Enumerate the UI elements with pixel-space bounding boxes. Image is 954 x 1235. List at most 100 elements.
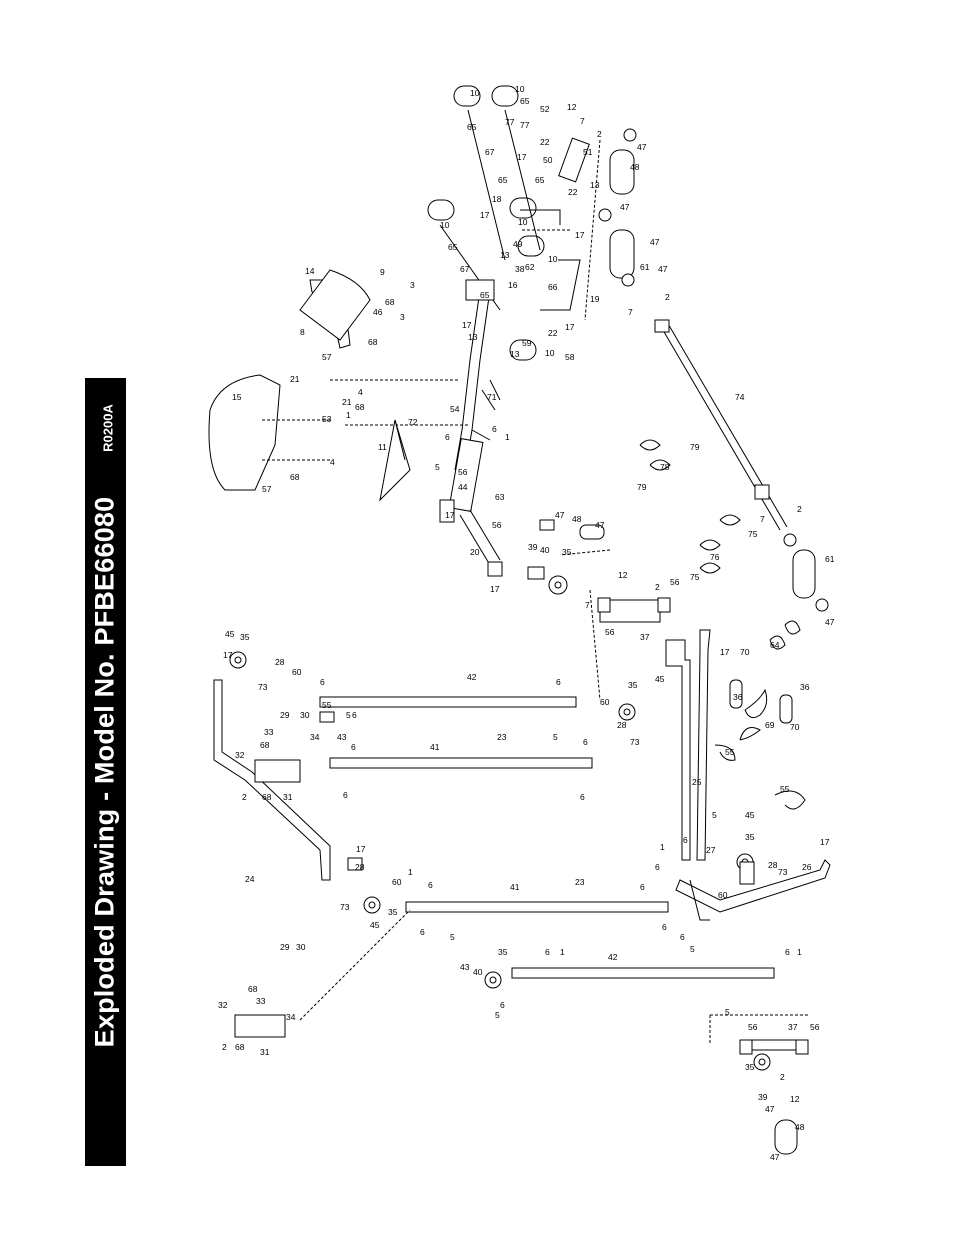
callout-59: 59 bbox=[522, 338, 532, 348]
callout-13a: 13 bbox=[590, 180, 600, 190]
callout-10b: 10 bbox=[515, 84, 525, 94]
callout-38: 38 bbox=[515, 264, 525, 274]
callout-6l: 6 bbox=[428, 880, 433, 890]
callout-1f: 1 bbox=[797, 947, 802, 957]
callout-23a: 23 bbox=[497, 732, 507, 742]
callout-22c: 22 bbox=[548, 328, 558, 338]
callout-labels: 10 10 65 67 65 52 77 77 12 7 2 22 50 51 … bbox=[218, 84, 835, 1162]
callout-30b: 30 bbox=[296, 942, 306, 952]
callout-68h: 68 bbox=[235, 1042, 245, 1052]
callout-55c: 55 bbox=[322, 700, 332, 710]
callout-56b: 56 bbox=[492, 520, 502, 530]
callout-6r: 6 bbox=[785, 947, 790, 957]
callout-2g: 2 bbox=[780, 1072, 785, 1082]
callout-17j: 17 bbox=[820, 837, 830, 847]
callout-48a: 48 bbox=[572, 514, 582, 524]
callout-17h: 17 bbox=[720, 647, 730, 657]
callout-61a: 61 bbox=[640, 262, 650, 272]
callout-44: 44 bbox=[458, 482, 468, 492]
callout-68g: 68 bbox=[248, 984, 258, 994]
callout-73b: 73 bbox=[630, 737, 640, 747]
callout-17a: 17 bbox=[517, 152, 527, 162]
callout-61b: 61 bbox=[825, 554, 835, 564]
callout-28c: 28 bbox=[355, 862, 365, 872]
callout-58: 58 bbox=[565, 352, 575, 362]
callout-47a: 47 bbox=[555, 510, 565, 520]
callout-56e: 56 bbox=[748, 1022, 758, 1032]
callout-34b: 34 bbox=[286, 1012, 296, 1022]
callout-66: 66 bbox=[548, 282, 558, 292]
callout-13b: 13 bbox=[500, 250, 510, 260]
callout-79a: 79 bbox=[690, 442, 700, 452]
callout-56f: 56 bbox=[810, 1022, 820, 1032]
callout-17k: 17 bbox=[356, 844, 366, 854]
callout-26: 26 bbox=[802, 862, 812, 872]
callout-42b: 42 bbox=[608, 952, 618, 962]
callout-55a: 55 bbox=[725, 747, 735, 757]
callout-64: 64 bbox=[770, 640, 780, 650]
callout-10a: 10 bbox=[470, 88, 480, 98]
callout-73a: 73 bbox=[258, 682, 268, 692]
callout-6k: 6 bbox=[655, 862, 660, 872]
callout-8: 8 bbox=[300, 327, 305, 337]
callout-36b: 36 bbox=[800, 682, 810, 692]
callout-68b: 68 bbox=[368, 337, 378, 347]
callout-32a: 32 bbox=[235, 750, 245, 760]
callout-3b: 3 bbox=[400, 312, 405, 322]
callout-2f: 2 bbox=[222, 1042, 227, 1052]
callout-52: 52 bbox=[540, 104, 550, 114]
callout-10d: 10 bbox=[518, 217, 528, 227]
callout-17e: 17 bbox=[565, 322, 575, 332]
callout-35c: 35 bbox=[628, 680, 638, 690]
callout-53: 53 bbox=[322, 414, 332, 424]
callout-57a: 57 bbox=[322, 352, 332, 362]
callout-4a: 4 bbox=[358, 387, 363, 397]
seat-frame bbox=[439, 429, 503, 577]
callout-33b: 33 bbox=[256, 996, 266, 1006]
callout-67a: 67 bbox=[485, 147, 495, 157]
callout-39a: 39 bbox=[528, 542, 538, 552]
callout-28a: 28 bbox=[275, 657, 285, 667]
callout-35d: 35 bbox=[745, 832, 755, 842]
callout-3a: 3 bbox=[410, 280, 415, 290]
callout-1c: 1 bbox=[408, 867, 413, 877]
callout-2b: 2 bbox=[655, 582, 660, 592]
callout-33a: 33 bbox=[264, 727, 274, 737]
callout-23b: 23 bbox=[575, 877, 585, 887]
callout-55b: 55 bbox=[780, 784, 790, 794]
callout-12b: 12 bbox=[618, 570, 628, 580]
callout-45d: 45 bbox=[370, 920, 380, 930]
callout-24: 24 bbox=[245, 874, 255, 884]
seat-and-backrest-pads bbox=[208, 269, 470, 502]
callout-35g: 35 bbox=[745, 1062, 755, 1072]
callout-27: 27 bbox=[706, 845, 716, 855]
callout-12a: 12 bbox=[567, 102, 577, 112]
callout-6h: 6 bbox=[343, 790, 348, 800]
callout-60c: 60 bbox=[392, 877, 402, 887]
callout-11: 11 bbox=[378, 442, 387, 452]
callout-40a: 40 bbox=[540, 545, 550, 555]
callout-45a: 45 bbox=[225, 629, 235, 639]
callout-2e: 2 bbox=[242, 792, 247, 802]
callout-6i: 6 bbox=[580, 792, 585, 802]
callout-57b: 57 bbox=[262, 484, 272, 494]
callout-34a: 34 bbox=[310, 732, 320, 742]
leg-lever-assembly bbox=[427, 85, 601, 471]
callout-45c: 45 bbox=[745, 810, 755, 820]
callout-5d: 5 bbox=[712, 810, 717, 820]
callout-10c: 10 bbox=[440, 220, 450, 230]
upright-frame bbox=[213, 629, 831, 979]
callout-20: 20 bbox=[470, 547, 480, 557]
callout-47e: 47 bbox=[620, 202, 630, 212]
callout-17f: 17 bbox=[445, 510, 455, 520]
callout-1e: 1 bbox=[560, 947, 565, 957]
callout-49: 49 bbox=[513, 239, 523, 249]
callout-10e: 10 bbox=[548, 254, 558, 264]
callout-70b: 70 bbox=[790, 722, 800, 732]
callout-35b: 35 bbox=[240, 632, 250, 642]
callout-5f: 5 bbox=[690, 944, 695, 954]
callout-30: 30 bbox=[300, 710, 310, 720]
callout-35e: 35 bbox=[388, 907, 398, 917]
callout-71: 71 bbox=[487, 392, 497, 402]
